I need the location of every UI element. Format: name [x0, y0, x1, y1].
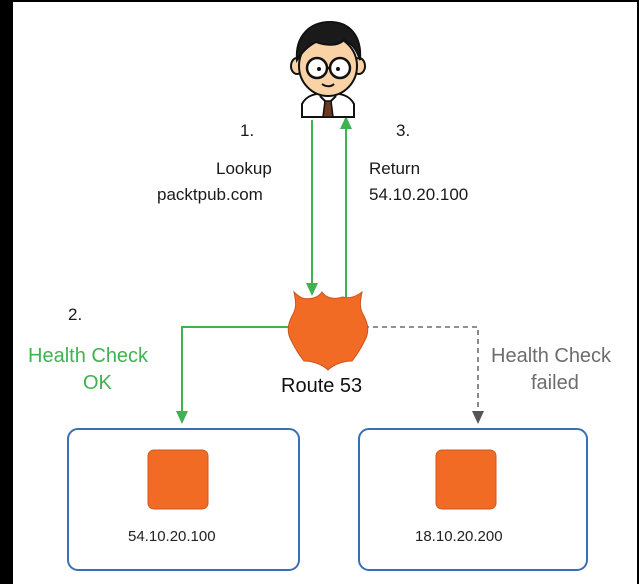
step3-ip-label: 54.10.20.100	[369, 185, 469, 204]
server-instance-icon	[147, 449, 209, 510]
step3-return-label: Return	[369, 159, 421, 178]
user-avatar-icon	[290, 20, 366, 118]
return-arrowhead	[340, 116, 352, 129]
health-check-ok-status: OK	[83, 372, 112, 394]
health-check-ok-arrowhead	[176, 411, 188, 424]
health-check-failed-label: Health Check	[491, 345, 612, 367]
step1-domain-label: packtpub.com	[157, 185, 263, 204]
step1-lookup-label: Lookup	[216, 159, 272, 178]
route53-shield-icon	[287, 290, 369, 371]
step1-number: 1.	[240, 121, 255, 140]
server-instance-icon	[435, 449, 497, 510]
server-ip-primary: 54.10.20.100	[128, 528, 216, 545]
health-check-failed-status: failed	[531, 372, 579, 394]
step2-number: 2.	[68, 305, 83, 324]
health-check-failed-arrow	[364, 326, 479, 412]
route53-label: Route 53	[281, 375, 363, 397]
health-check-failed-arrowhead	[472, 411, 484, 424]
server-ip-secondary: 18.10.20.200	[415, 528, 503, 545]
health-check-ok-arrow	[181, 326, 296, 412]
step3-number: 3.	[396, 121, 411, 140]
lookup-arrowhead	[306, 283, 318, 296]
health-check-ok-label: Health Check	[28, 345, 149, 367]
